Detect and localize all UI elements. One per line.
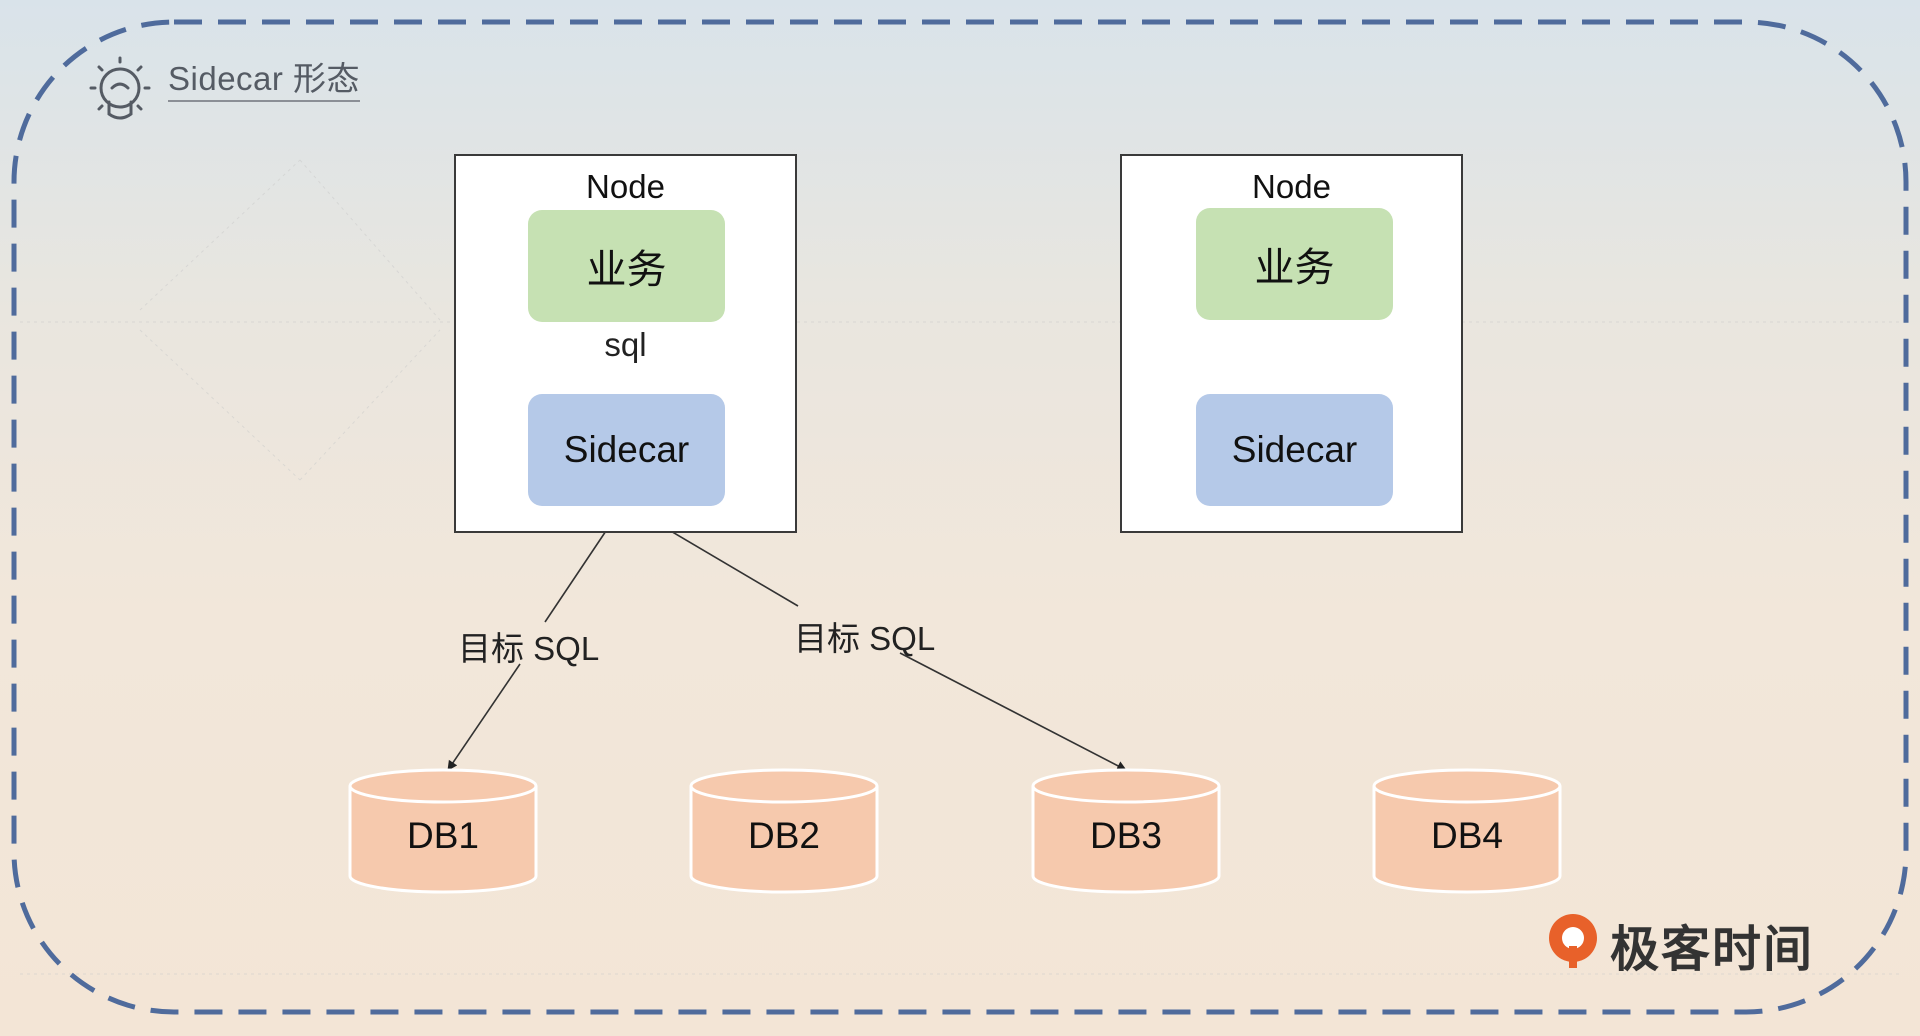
edge-label-db1: 目标 SQL [458, 630, 600, 667]
edge-db1-lower [447, 663, 521, 771]
frame-title: Sidecar 形态 [168, 60, 361, 102]
brand-name: 极客时间 [1610, 923, 1815, 977]
sql-call-label: sql [604, 326, 647, 363]
db-label: DB4 [1431, 815, 1503, 856]
dashed-frame [11, 19, 1909, 1015]
db4-cylinder [1372, 768, 1562, 894]
db-label: DB3 [1090, 815, 1162, 856]
db-label: DB2 [748, 815, 820, 856]
geektime-logo-icon [1549, 914, 1597, 968]
node-label: Node [586, 168, 665, 205]
service-box: 业务 [528, 210, 725, 322]
node-box-1: Node 业务 sql Sidecar [454, 154, 797, 533]
sidecar-box: Sidecar [1196, 394, 1393, 506]
db3-cylinder [1031, 768, 1221, 894]
lightbulb-icon [89, 56, 151, 120]
node-box-2: Node 业务 Sidecar [1120, 154, 1463, 533]
db-label: DB1 [407, 815, 479, 856]
edge-db3-lower [899, 652, 1127, 771]
db-cylinders [348, 768, 1562, 894]
edge-label-db3: 目标 SQL [794, 620, 936, 657]
sidecar-box: Sidecar [528, 394, 725, 506]
watermark-grid [20, 159, 1900, 975]
node-label: Node [1252, 168, 1331, 205]
db2-cylinder [689, 768, 879, 894]
db1-cylinder [348, 768, 538, 894]
service-box: 业务 [1196, 208, 1393, 320]
